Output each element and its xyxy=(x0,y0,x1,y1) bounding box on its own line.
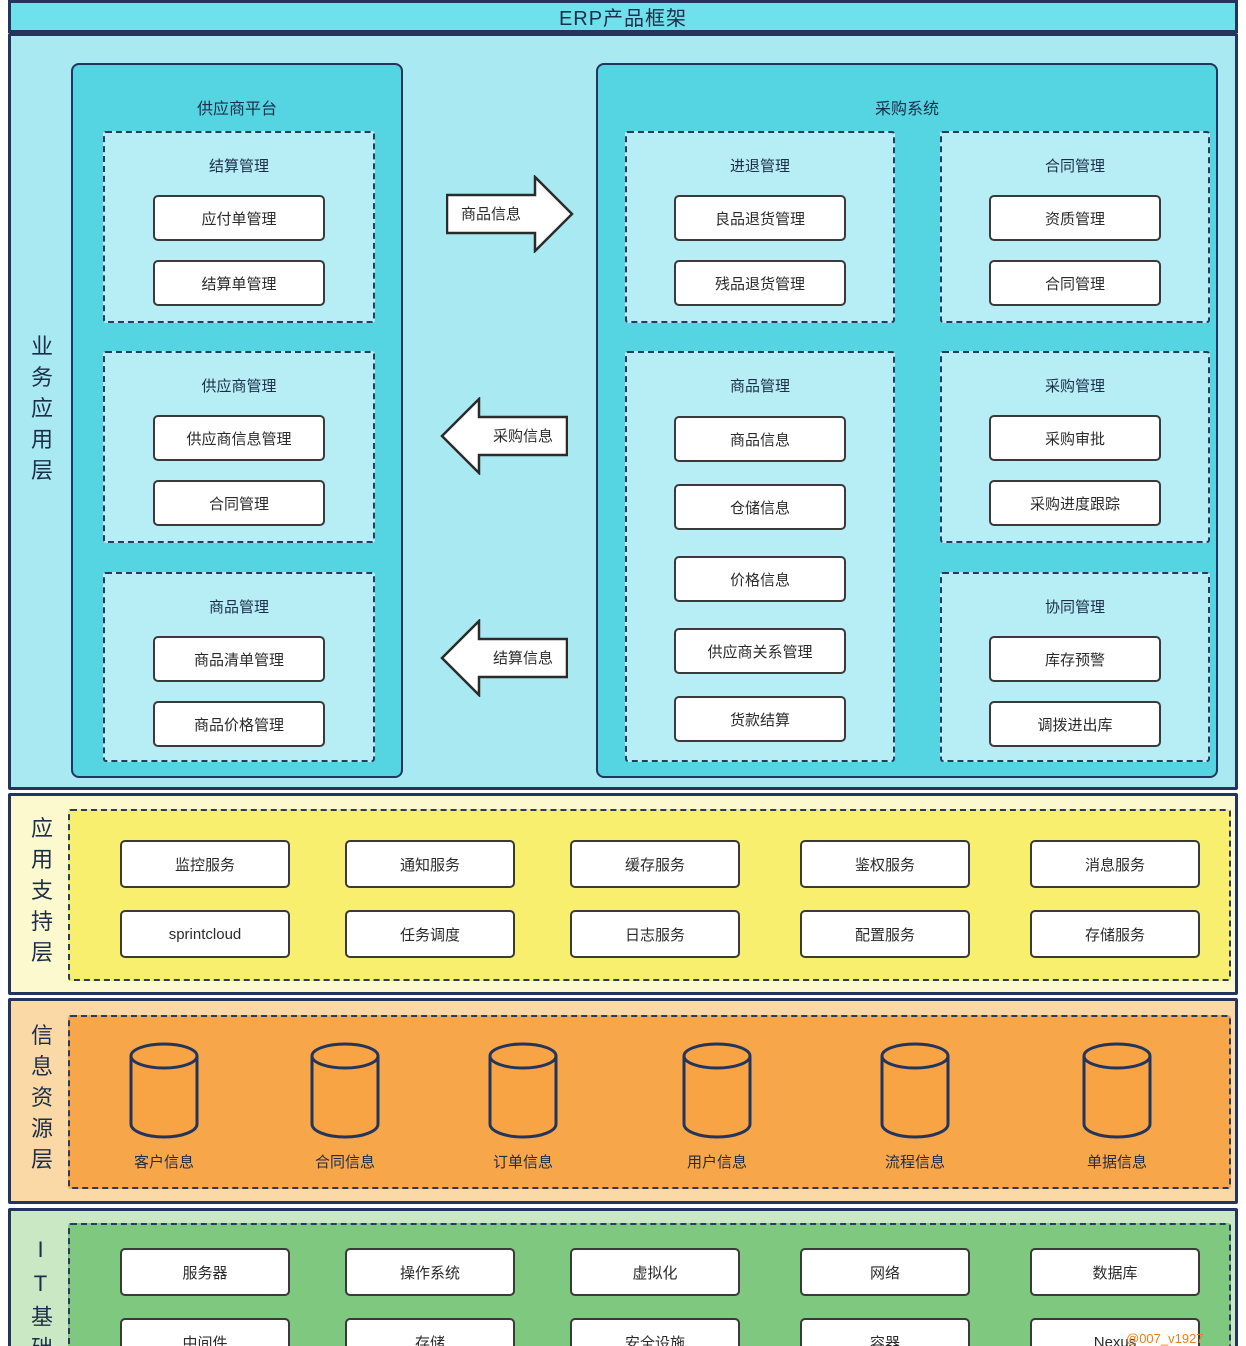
layer-business-label: 业务应用层 xyxy=(28,334,53,489)
database-cylinder-icon xyxy=(488,1042,558,1139)
database-cylinder-icon xyxy=(880,1042,950,1139)
layer-application-support: 应用支持层 监控服务 通知服务 缓存服务 鉴权服务 消息服务 sprintclo… xyxy=(8,793,1238,995)
purchasing-group-product-mgmt: 商品管理 商品信息 仓储信息 价格信息 供应商关系管理 货款结算 xyxy=(625,351,895,762)
item-box: 货款结算 xyxy=(674,696,846,742)
purchasing-group-returns: 进退管理 良品退货管理 残品退货管理 xyxy=(625,131,895,323)
item-box: 价格信息 xyxy=(674,556,846,602)
database-cylinder-icon xyxy=(682,1042,752,1139)
group-title: 商品管理 xyxy=(729,378,790,395)
infrastructure-container: 服务器 操作系统 虚拟化 网络 数据库 中间件 存储 安全设施 容器 Nexus xyxy=(68,1223,1231,1346)
item-box: 调拨进出库 xyxy=(989,701,1161,747)
item-box: 合同管理 xyxy=(989,260,1161,306)
watermark: @007_v1927 xyxy=(1126,1331,1204,1346)
infra-box: 操作系统 xyxy=(345,1248,515,1296)
infra-box: 服务器 xyxy=(120,1248,290,1296)
group-title: 合同管理 xyxy=(1044,158,1105,175)
supplier-group-supplier-mgmt: 供应商管理 供应商信息管理 合同管理 xyxy=(103,351,375,543)
group-title: 供应商管理 xyxy=(201,378,277,395)
arrow-product-info-right: 商品信息 xyxy=(446,175,574,253)
item-box: 采购审批 xyxy=(989,415,1161,461)
group-title: 商品管理 xyxy=(208,599,269,616)
item-box: 仓储信息 xyxy=(674,484,846,530)
database-cylinder-icon xyxy=(129,1042,199,1139)
layer-it-infrastructure: IT基础层 服务器 操作系统 虚拟化 网络 数据库 中间件 存储 安全设施 容器… xyxy=(8,1208,1238,1346)
item-box: 合同管理 xyxy=(153,480,325,526)
infra-box: 中间件 xyxy=(120,1318,290,1346)
service-box: 鉴权服务 xyxy=(800,840,970,888)
infra-box: 网络 xyxy=(800,1248,970,1296)
service-box: 日志服务 xyxy=(570,910,740,958)
service-box: 任务调度 xyxy=(345,910,515,958)
layer-resource-label: 信息资源层 xyxy=(28,1023,53,1179)
database-label: 单据信息 xyxy=(1086,1154,1147,1171)
database-cylinder-icon xyxy=(1082,1042,1152,1139)
diagram-title-bar: ERP产品框架 xyxy=(8,0,1238,33)
supplier-group-product-mgmt: 商品管理 商品清单管理 商品价格管理 xyxy=(103,572,375,762)
purchasing-system-title: 采购系统 xyxy=(874,101,939,118)
purchasing-group-contract-mgmt: 合同管理 资质管理 合同管理 xyxy=(940,131,1210,323)
item-box: 残品退货管理 xyxy=(674,260,846,306)
arrow-settlement-info-left: 结算信息 xyxy=(440,619,568,697)
service-box: 存储服务 xyxy=(1030,910,1200,958)
arrow-label: 结算信息 xyxy=(493,649,553,667)
database-figure: 流程信息 xyxy=(855,1041,975,1172)
item-box: 商品信息 xyxy=(674,416,846,462)
arrow-label: 采购信息 xyxy=(493,428,553,445)
service-box: 配置服务 xyxy=(800,910,970,958)
database-label: 合同信息 xyxy=(314,1154,375,1171)
item-box: 良品退货管理 xyxy=(674,195,846,241)
supplier-platform-panel: 供应商平台 结算管理 应付单管理 结算单管理 供应商管理 供应商信息管理 合同管… xyxy=(71,63,403,778)
service-box: 监控服务 xyxy=(120,840,290,888)
layer-infrastructure-label: IT基础层 xyxy=(28,1237,53,1346)
item-box: 供应商信息管理 xyxy=(153,415,325,461)
database-figure: 客户信息 xyxy=(104,1041,224,1172)
item-box: 资质管理 xyxy=(989,195,1161,241)
database-figure: 订单信息 xyxy=(463,1041,583,1172)
item-box: 结算单管理 xyxy=(153,260,325,306)
service-box: 缓存服务 xyxy=(570,840,740,888)
supplier-group-settlement: 结算管理 应付单管理 结算单管理 xyxy=(103,131,375,323)
database-label: 客户信息 xyxy=(133,1154,194,1171)
infra-box: 安全设施 xyxy=(570,1318,740,1346)
support-services-container: 监控服务 通知服务 缓存服务 鉴权服务 消息服务 sprintcloud 任务调… xyxy=(68,809,1231,981)
group-title: 结算管理 xyxy=(208,158,269,175)
infra-box: 虚拟化 xyxy=(570,1248,740,1296)
database-figure: 合同信息 xyxy=(285,1041,405,1172)
item-box: 商品清单管理 xyxy=(153,636,325,682)
service-box: 消息服务 xyxy=(1030,840,1200,888)
item-box: 供应商关系管理 xyxy=(674,628,846,674)
layer-business-application: 业务应用层 供应商平台 结算管理 应付单管理 结算单管理 供应商管理 供应商信息… xyxy=(8,33,1238,790)
infra-box: 容器 xyxy=(800,1318,970,1346)
database-figure: 单据信息 xyxy=(1057,1041,1177,1172)
database-label: 流程信息 xyxy=(884,1154,945,1171)
database-cylinder-icon xyxy=(310,1042,380,1139)
group-title: 采购管理 xyxy=(1044,378,1105,395)
service-box: sprintcloud xyxy=(120,910,290,958)
infra-box: Nexus xyxy=(1030,1318,1200,1346)
infra-box: 存储 xyxy=(345,1318,515,1346)
layer-information-resource: 信息资源层 客户信息 合同信息 xyxy=(8,998,1238,1204)
infra-box: 数据库 xyxy=(1030,1248,1200,1296)
resource-databases-container: 客户信息 合同信息 订单信息 xyxy=(68,1015,1231,1189)
layer-support-label: 应用支持层 xyxy=(28,816,53,972)
database-label: 订单信息 xyxy=(492,1154,553,1171)
database-label: 用户信息 xyxy=(686,1154,747,1171)
item-box: 应付单管理 xyxy=(153,195,325,241)
arrow-purchase-info-left: 采购信息 xyxy=(440,397,568,475)
supplier-platform-title: 供应商平台 xyxy=(196,101,277,118)
item-box: 库存预警 xyxy=(989,636,1161,682)
purchasing-system-panel: 采购系统 进退管理 良品退货管理 残品退货管理 商品管理 商品信息 仓储信息 价… xyxy=(596,63,1218,778)
service-box: 通知服务 xyxy=(345,840,515,888)
diagram-title: ERP产品框架 xyxy=(558,8,688,30)
purchasing-group-collaboration: 协同管理 库存预警 调拨进出库 xyxy=(940,572,1210,762)
database-figure: 用户信息 xyxy=(657,1041,777,1172)
arrow-label: 商品信息 xyxy=(461,206,521,223)
group-title: 协同管理 xyxy=(1044,599,1105,616)
purchasing-group-purchase-mgmt: 采购管理 采购审批 采购进度跟踪 xyxy=(940,351,1210,543)
group-title: 进退管理 xyxy=(729,158,790,175)
item-box: 商品价格管理 xyxy=(153,701,325,747)
item-box: 采购进度跟踪 xyxy=(989,480,1161,526)
